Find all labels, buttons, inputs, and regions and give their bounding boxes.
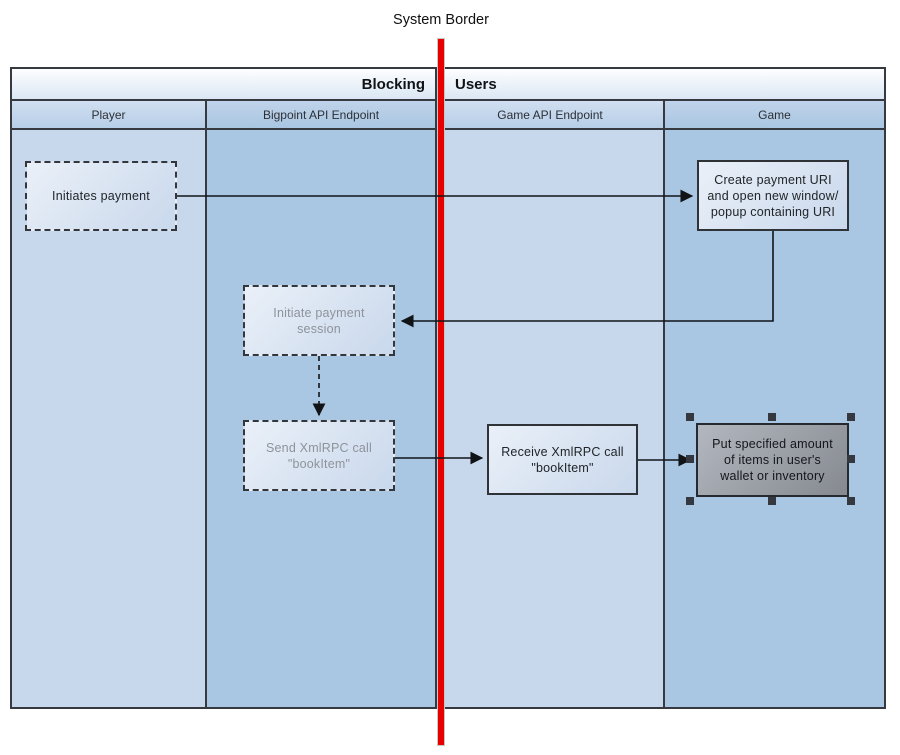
title-cell-users[interactable]: Users (435, 69, 884, 99)
node-send-xmlrpc-bookitem[interactable]: Send XmlRPC call "bookItem" (243, 420, 395, 491)
node-receive-xmlrpc-bookitem[interactable]: Receive XmlRPC call "bookItem" (487, 424, 638, 495)
selection-handle-mid-left[interactable] (686, 455, 694, 463)
selection-handle-bottom-center[interactable] (768, 497, 776, 505)
lane-header-game-api-endpoint[interactable]: Game API Endpoint (435, 101, 663, 128)
node-create-payment-uri[interactable]: Create payment URI and open new window/ … (697, 160, 849, 231)
lane-body-bigpoint-api-endpoint (205, 130, 435, 707)
selection-handle-bottom-right[interactable] (847, 497, 855, 505)
lane-header-game[interactable]: Game (663, 101, 884, 128)
selection-handle-mid-right[interactable] (847, 455, 855, 463)
title-row: Blocking Users (12, 69, 884, 101)
lane-body-game-api-endpoint (435, 130, 663, 707)
selection-handle-top-right[interactable] (847, 413, 855, 421)
selection-handle-top-center[interactable] (768, 413, 776, 421)
system-border-line[interactable] (437, 38, 445, 746)
node-initiate-payment-session[interactable]: Initiate payment session (243, 285, 395, 356)
lane-header-bigpoint-api-endpoint[interactable]: Bigpoint API Endpoint (205, 101, 435, 128)
selection-handle-bottom-left[interactable] (686, 497, 694, 505)
lane-header-player[interactable]: Player (12, 101, 205, 128)
node-initiates-payment[interactable]: Initiates payment (25, 161, 177, 231)
selection-handle-top-left[interactable] (686, 413, 694, 421)
title-cell-blocking[interactable]: Blocking (12, 69, 435, 99)
lane-header-row: Player Bigpoint API Endpoint Game API En… (12, 101, 884, 130)
system-border-label: System Border (393, 12, 489, 28)
node-put-items-in-wallet[interactable]: Put specified amount of items in user's … (696, 423, 849, 497)
